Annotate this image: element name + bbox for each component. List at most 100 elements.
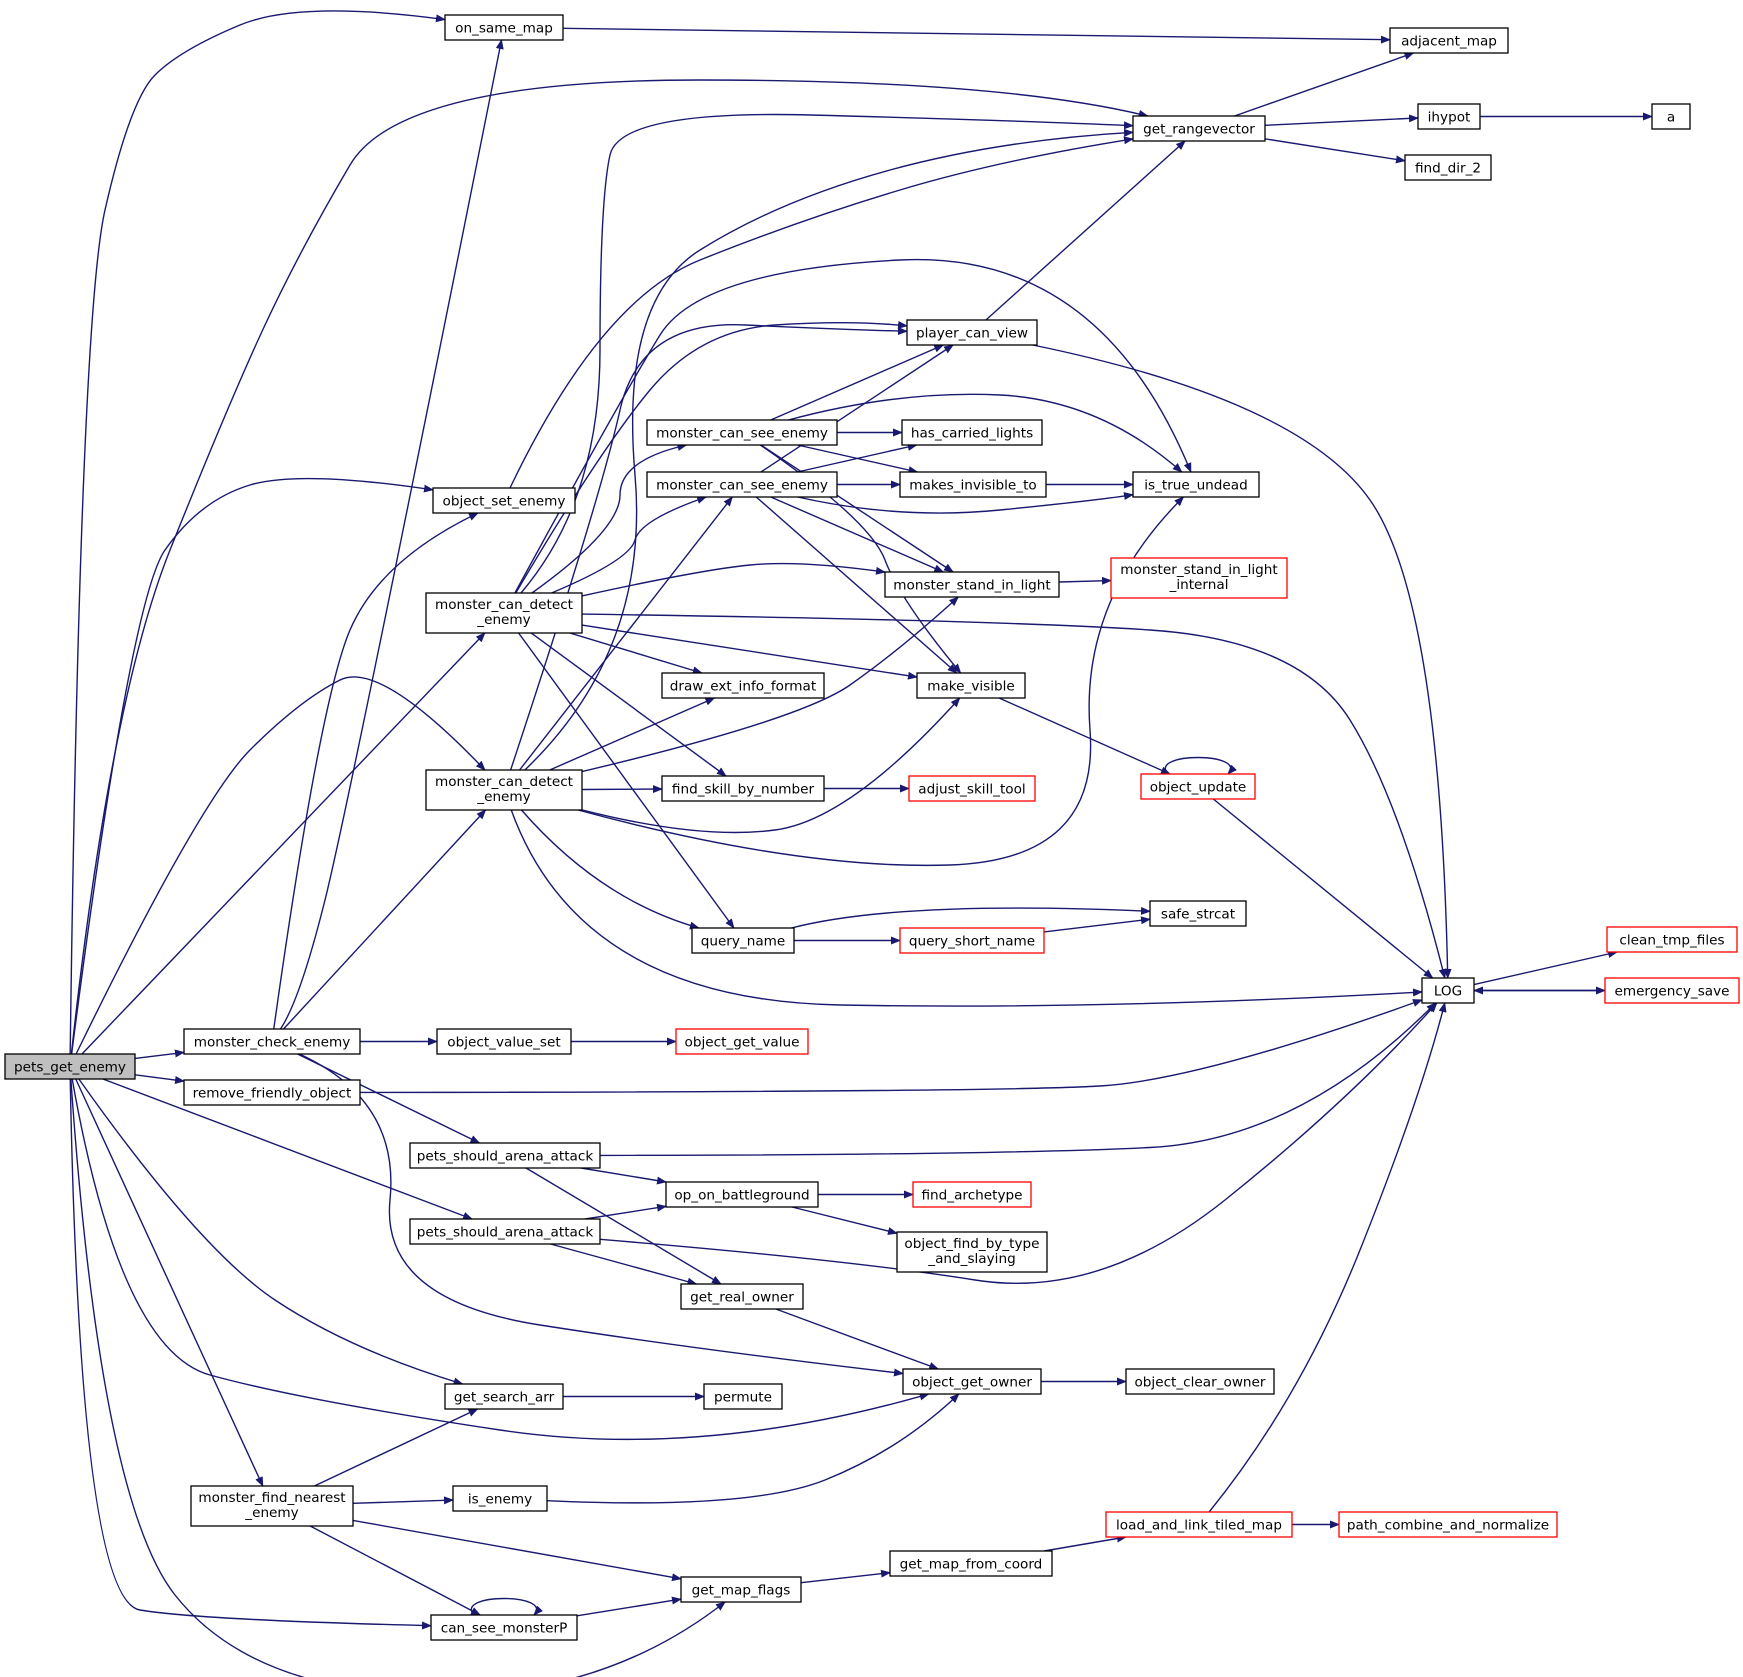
edge-get_map_from_coord-to-load_and_link_tiled_map [1043,1534,1127,1552]
node-monster_stand_in_light[interactable]: monster_stand_in_light [884,571,1060,598]
edge-monster_can_detect_enemy_1-to-player_can_view [515,320,908,594]
node-label: adjacent_map [1401,34,1497,50]
node-makes_invisible_to[interactable]: makes_invisible_to [899,471,1047,498]
node-box [646,471,838,498]
node-monster_can_detect_enemy_1[interactable]: monster_can_detect_enemy [425,592,583,634]
edge-monster_can_detect_enemy_1-to-query_name [518,632,735,929]
edge-monster_can_detect_enemy_2-to-monster_stand_in_light [581,596,959,773]
node-box [444,1383,564,1410]
node-box [1132,471,1260,498]
node-op_on_battleground[interactable]: op_on_battleground [665,1181,819,1208]
node-is_true_undead[interactable]: is_true_undead [1132,471,1260,498]
edge-pets_get_enemy-to-remove_friendly_object [134,1074,185,1084]
node-label: monster_can_detect [435,597,573,613]
edge-query_short_name-to-safe_strcat [1043,916,1151,933]
node-find_skill_by_number[interactable]: find_skill_by_number [661,775,825,802]
node-get_search_arr[interactable]: get_search_arr [444,1383,564,1410]
node-box [1604,977,1740,1004]
node-box [908,775,1036,802]
node-label: find_skill_by_number [672,782,815,798]
node-make_visible[interactable]: make_visible [916,672,1026,699]
edge-pets_should_arena_attack_1-to-op_on_battleground [580,1167,668,1185]
node-query_name[interactable]: query_name [691,927,795,954]
node-monster_can_see_enemy_1[interactable]: monster_can_see_enemy [646,419,838,446]
node-get_real_owner[interactable]: get_real_owner [680,1283,804,1310]
node-object_set_enemy[interactable]: object_set_enemy [432,487,576,514]
node-can_see_monsterP[interactable]: can_see_monsterP [430,1614,578,1641]
node-load_and_link_tiled_map[interactable]: load_and_link_tiled_map [1105,1511,1293,1538]
node-player_can_view[interactable]: player_can_view [906,319,1038,346]
node-object_get_value[interactable]: object_get_value [675,1028,809,1055]
node-label: object_set_enemy [443,494,566,510]
node-box [703,1383,783,1410]
node-pets_should_arena_attack_2[interactable]: pets_should_arena_attack [409,1218,601,1245]
node-label: make_visible [927,679,1015,695]
node-is_enemy[interactable]: is_enemy [452,1485,548,1512]
node-label: find_dir_2 [1415,161,1481,177]
node-object_clear_owner[interactable]: object_clear_owner [1125,1368,1275,1395]
node-pets_should_arena_attack_1[interactable]: pets_should_arena_attack [409,1142,601,1169]
edge-load_and_link_tiled_map-to-LOG [1208,1002,1447,1513]
node-label: LOG [1434,984,1462,1000]
node-box [906,319,1038,346]
node-a[interactable]: a [1651,103,1691,130]
node-safe_strcat[interactable]: safe_strcat [1149,900,1247,927]
node-has_carried_lights[interactable]: has_carried_lights [901,419,1043,446]
node-remove_friendly_object[interactable]: remove_friendly_object [183,1079,361,1106]
node-adjacent_map[interactable]: adjacent_map [1389,27,1509,54]
node-object_update[interactable]: object_update [1140,773,1256,800]
edge-monster_can_see_enemy_2-to-is_true_undead [797,492,1134,514]
node-box [902,1368,1042,1395]
node-LOG[interactable]: LOG [1421,977,1475,1004]
node-object_get_owner[interactable]: object_get_owner [902,1368,1042,1395]
node-box [432,487,576,514]
node-permute[interactable]: permute [703,1383,783,1410]
node-ihypot[interactable]: ihypot [1417,103,1481,130]
node-object_find_by_type_and_slaying[interactable]: object_find_by_type_and_slaying [896,1231,1048,1273]
node-pets_get_enemy[interactable]: pets_get_enemy [4,1053,136,1080]
edge-on_same_map-to-adjacent_map [562,27,1391,44]
node-label: pets_get_enemy [14,1060,126,1076]
node-query_short_name[interactable]: query_short_name [899,927,1045,954]
node-adjust_skill_tool[interactable]: adjust_skill_tool [908,775,1036,802]
node-box [409,1142,601,1169]
edge-pets_should_arena_attack_2-to-op_on_battleground [584,1203,667,1220]
edge-monster_can_see_enemy_2-to-monster_stand_in_light [770,496,945,573]
node-find_archetype[interactable]: find_archetype [912,1181,1032,1208]
edge-pets_should_arena_attack_1-to-get_real_owner [525,1167,722,1285]
edge-monster_find_nearest_enemy-to-is_enemy [352,1496,454,1505]
edge-monster_can_detect_enemy_1-to-make_visible [581,624,918,680]
node-label: find_archetype [921,1188,1022,1204]
node-label: player_can_view [916,326,1028,342]
node-label: object_find_by_type [904,1236,1039,1252]
node-box [661,775,825,802]
node-draw_ext_info_format[interactable]: draw_ext_info_format [661,672,825,699]
node-on_same_map[interactable]: on_same_map [444,14,564,41]
edge-monster_can_see_enemy_1-to-player_can_view [770,344,945,421]
edge-is_enemy-to-object_get_owner [546,1393,960,1504]
node-monster_can_see_enemy_2[interactable]: monster_can_see_enemy [646,471,838,498]
edge-pets_get_enemy-to-can_see_monsterP [69,1078,432,1630]
node-get_map_flags[interactable]: get_map_flags [680,1576,802,1603]
node-label: is_enemy [468,1492,532,1508]
node-emergency_save[interactable]: emergency_save [1604,977,1740,1004]
node-get_rangevector[interactable]: get_rangevector [1132,115,1266,142]
node-path_combine_and_normalize[interactable]: path_combine_and_normalize [1338,1511,1558,1538]
node-monster_check_enemy[interactable]: monster_check_enemy [183,1028,361,1055]
node-object_value_set[interactable]: object_value_set [436,1028,572,1055]
node-get_map_from_coord[interactable]: get_map_from_coord [889,1550,1053,1577]
node-clean_tmp_files[interactable]: clean_tmp_files [1606,926,1738,953]
node-monster_can_detect_enemy_2[interactable]: monster_can_detect_enemy [425,769,583,811]
node-find_dir_2[interactable]: find_dir_2 [1404,154,1492,181]
edge-monster_check_enemy-to-on_same_map [279,39,504,1030]
node-monster_stand_in_light_internal[interactable]: monster_stand_in_light_internal [1110,557,1288,599]
node-label: monster_can_see_enemy [656,426,828,442]
node-label-line2: _enemy [476,612,530,628]
node-label: monster_can_see_enemy [656,478,828,494]
edge-monster_can_detect_enemy_2-to-monster_can_see_enemy_2 [519,496,733,771]
node-box [1338,1511,1558,1538]
node-label: safe_strcat [1161,907,1235,923]
node-monster_find_nearest_enemy[interactable]: monster_find_nearest_enemy [190,1485,354,1527]
edge-monster_can_see_enemy_2-to-player_can_view [760,344,954,473]
node-box [1421,977,1475,1004]
